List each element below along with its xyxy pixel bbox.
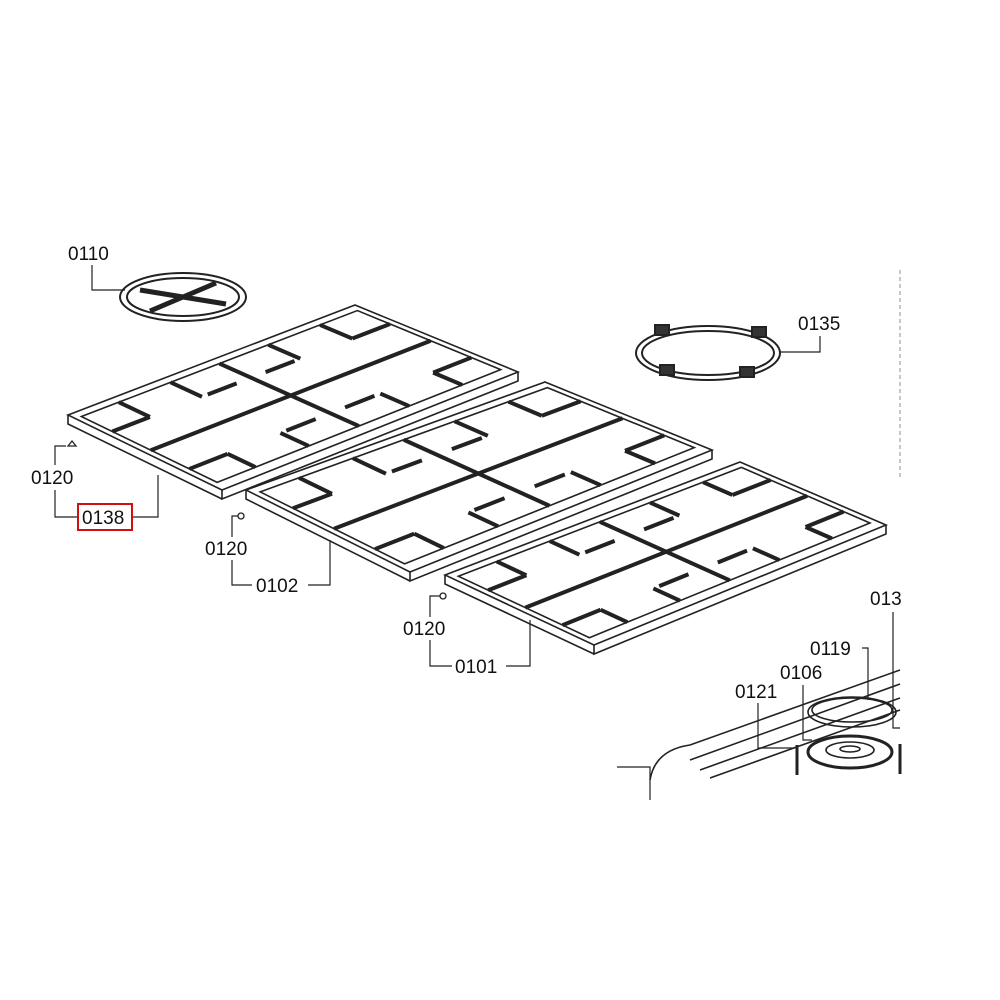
label-0120-left[interactable]: 0120 [31, 468, 73, 489]
grate-bar [652, 586, 681, 603]
grate-bar [391, 458, 423, 474]
grate-bar [292, 491, 333, 511]
grate-bar [561, 607, 602, 627]
wok-ring-0110[interactable] [119, 272, 247, 322]
grate-bar [285, 417, 317, 433]
grate-bar [649, 500, 681, 518]
grate-bar [264, 359, 296, 375]
grate-0102[interactable] [243, 381, 715, 583]
grate-bar [413, 531, 445, 550]
grate-bar [444, 575, 595, 655]
grate-bar [570, 470, 602, 488]
grate-bar [319, 323, 354, 341]
label-0138[interactable]: 0138 [82, 508, 124, 529]
grate-bar [624, 448, 656, 466]
grate-0138[interactable] [65, 304, 521, 501]
grate-bar [79, 309, 503, 484]
grate-bar [221, 372, 519, 501]
grate-bar [456, 466, 872, 639]
grate-bar [432, 370, 464, 387]
grate-bar [298, 475, 333, 496]
grate-bar [643, 516, 675, 532]
grate-bar [548, 539, 581, 557]
grate-bar [731, 478, 772, 497]
grate-bar [533, 472, 566, 489]
grate-bar [409, 450, 713, 583]
grate-bar [717, 548, 748, 565]
grate-bar [451, 436, 483, 452]
screw-icon [439, 592, 447, 600]
label-013[interactable]: 013 [870, 589, 902, 610]
grate-bar [344, 393, 376, 410]
grate-bar [473, 496, 506, 512]
grate-bar [584, 538, 616, 555]
grate-bar [188, 451, 229, 471]
grate-bar [258, 386, 697, 565]
grate-bar [379, 391, 410, 408]
label-0101[interactable]: 0101 [455, 657, 497, 678]
screw-icon [237, 512, 245, 520]
grate-bar [333, 416, 624, 531]
grate-0101[interactable] [442, 461, 889, 656]
grate-bar [432, 355, 473, 375]
grate-bar [67, 415, 223, 500]
label-0120-right[interactable]: 0120 [403, 619, 445, 640]
grate-bar [117, 400, 151, 419]
grate-bar [467, 510, 499, 529]
grate-bar [207, 381, 238, 397]
grate-bar [453, 419, 489, 438]
grate-bar [111, 415, 151, 434]
grate-bar [245, 490, 411, 582]
hob-section [649, 270, 902, 781]
screw-icon [66, 439, 78, 447]
grate-bar [351, 322, 391, 341]
grate-bar [487, 573, 528, 593]
wok-ring-0135[interactable] [635, 324, 781, 381]
grate-bar [624, 433, 665, 453]
label-0119[interactable]: 0119 [810, 639, 851, 660]
grate-bar [804, 509, 845, 529]
grate-bar [169, 380, 203, 399]
label-0106[interactable]: 0106 [780, 663, 822, 684]
grate-bar [374, 531, 415, 551]
label-0110[interactable]: 0110 [68, 244, 109, 265]
grate-bar [150, 338, 432, 453]
grate-bar [352, 456, 387, 476]
grate-bar [226, 452, 257, 469]
grate-bar [702, 480, 734, 497]
grate-bar [267, 342, 302, 361]
grate-bar [524, 493, 808, 610]
leader-lines [54, 265, 900, 800]
grate-bar [507, 399, 543, 418]
label-0135[interactable]: 0135 [798, 314, 840, 335]
label-0121[interactable]: 0121 [735, 682, 777, 703]
grate-bar [279, 431, 310, 448]
grate-bar [593, 525, 887, 656]
grate-bar [599, 607, 629, 624]
grate-bar [541, 399, 582, 418]
label-0120-middle[interactable]: 0120 [205, 539, 247, 560]
grate-bar [495, 559, 528, 578]
grate-bar [804, 525, 833, 541]
grate-bar [658, 572, 690, 588]
grate-bar [752, 546, 781, 562]
grate-bar [243, 381, 715, 573]
label-0102[interactable]: 0102 [256, 576, 298, 597]
highlight-box [77, 503, 133, 531]
